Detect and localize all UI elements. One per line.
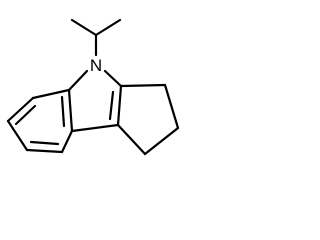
bond-c7-c6 <box>6 96 35 123</box>
bond-c2-c3 <box>116 84 123 127</box>
bond-c2-c3-double <box>108 90 115 121</box>
bond-c1-cmid <box>163 83 180 130</box>
bond-n-c2 <box>103 69 123 88</box>
skeletal-formula: N <box>6 18 180 156</box>
bond-c6-c5 <box>6 119 29 152</box>
bond-cmid-c3ring <box>143 126 180 156</box>
bond-isopropyl-methyl-left <box>70 18 98 37</box>
bond-c7a-c7 <box>31 88 71 100</box>
bond-c3-c3a <box>70 123 120 133</box>
molecule-canvas: N <box>0 0 192 160</box>
bond-c3a-c7a <box>67 88 74 133</box>
bond-c3a-c7a-inner <box>60 95 66 128</box>
bond-c4-c3a <box>60 129 74 154</box>
bond-c2-c1 <box>119 83 167 88</box>
bond-c5-c4-double <box>29 140 60 146</box>
bond-n-c7a <box>67 69 89 92</box>
bond-c7-c6-double <box>14 104 37 126</box>
bond-isopropyl-methyl-right <box>94 18 122 37</box>
bond-c3ring-c3 <box>116 123 147 156</box>
bond-c5-c4 <box>25 148 64 154</box>
nitrogen-label: N <box>90 56 102 75</box>
